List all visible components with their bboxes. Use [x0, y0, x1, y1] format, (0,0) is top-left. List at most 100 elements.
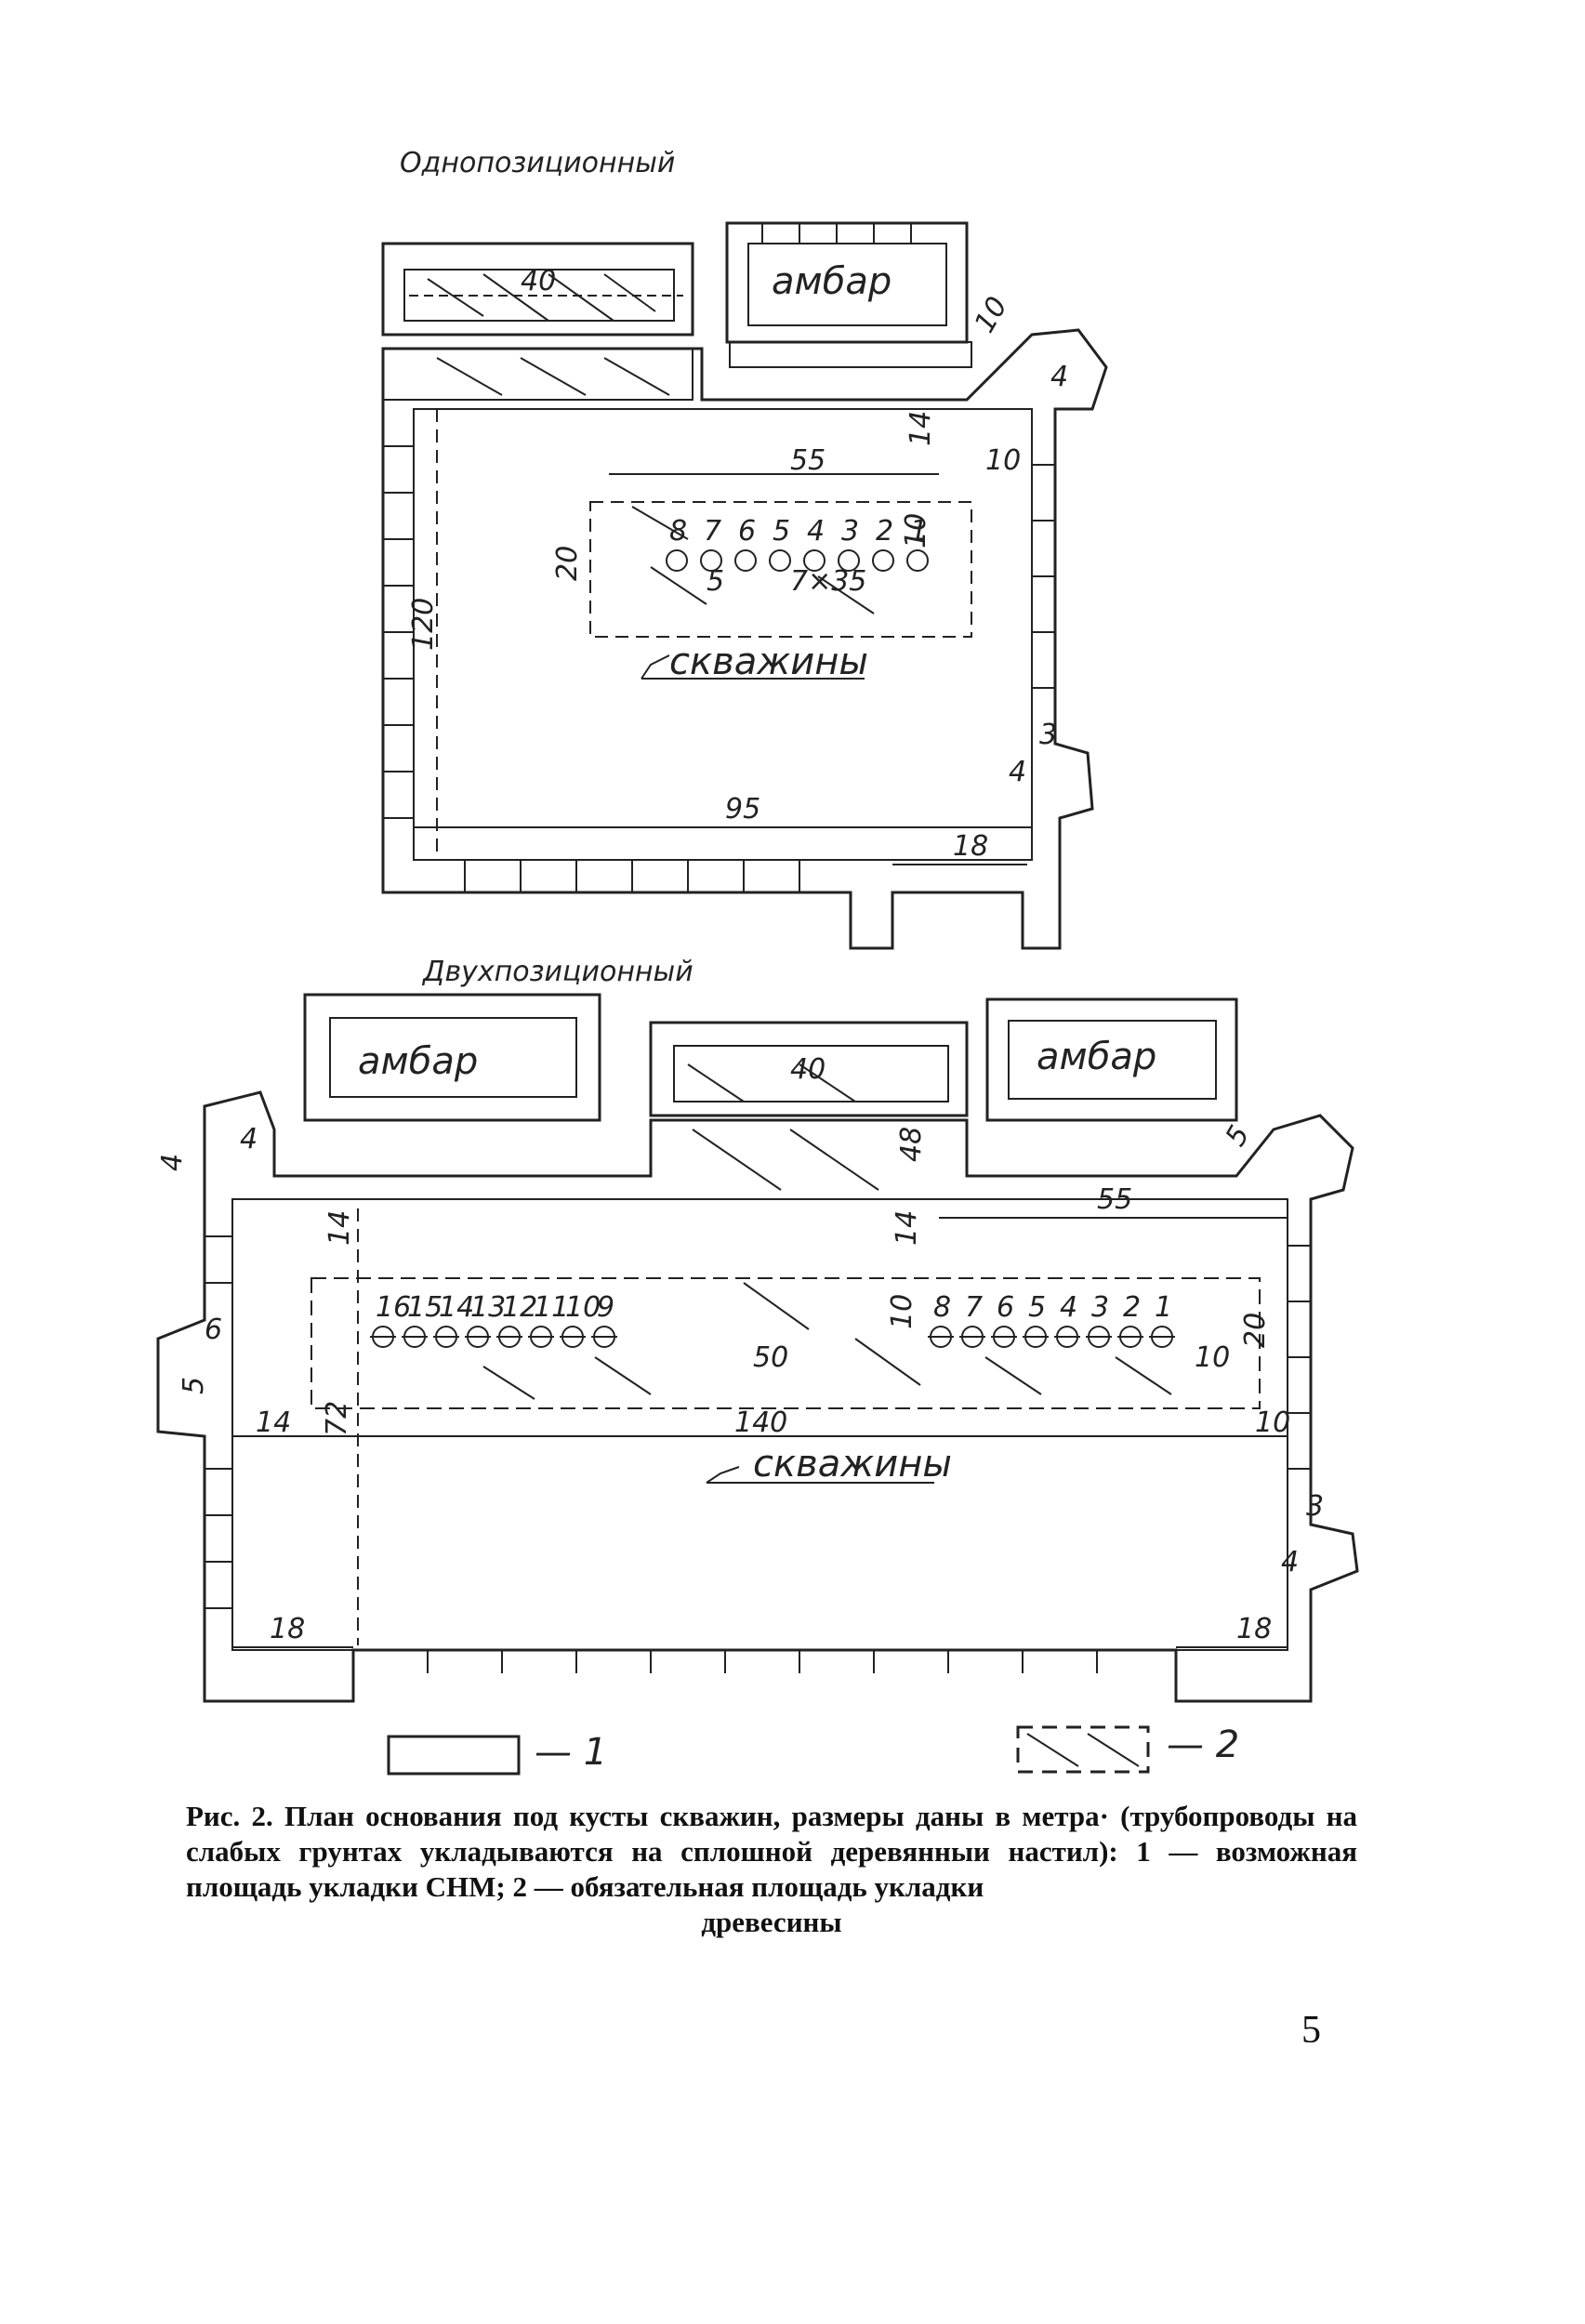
- diagram2-right-well-number-6: 6: [997, 1291, 1014, 1324]
- diagram2-left-well-number-9: 9: [597, 1291, 614, 1324]
- diagram1-dim-14: 14: [905, 411, 937, 446]
- diagram1-dim-4a: 4: [1050, 361, 1068, 393]
- diagram2-left-well-number-10: 10: [565, 1291, 601, 1324]
- figure-caption: Рис. 2. План основания под кусты скважин…: [186, 1799, 1357, 1940]
- diagram1-well-5: [769, 549, 791, 572]
- diagram2-brick-edges: [205, 1235, 1311, 1673]
- diagram2-center-pad: [649, 1021, 969, 1117]
- diagram2-dim-3: 3: [1306, 1490, 1324, 1523]
- diagram2-right-well-number-1: 1: [1155, 1291, 1172, 1324]
- diagram1-well-8: [666, 549, 688, 572]
- diagram2-left-well-number-15: 15: [407, 1291, 442, 1324]
- diagram1-pad-outline: [381, 328, 1108, 950]
- diagram2-left-well-number-12: 12: [502, 1291, 537, 1324]
- diagram1-storage-pit-label: амбар: [772, 260, 892, 303]
- diagram2-dim-18b: 18: [1236, 1613, 1272, 1645]
- diagram1-dim-7x35: 7×35: [790, 565, 866, 598]
- diagram2-dim-4c: 4: [1281, 1546, 1299, 1578]
- diagram2-title: Двухпозиционный: [421, 956, 693, 988]
- diagram2-right-well-number-2: 2: [1123, 1291, 1141, 1324]
- diagram1-well-number-7: 7: [704, 515, 721, 548]
- legend: — 1 — 2: [387, 1723, 1239, 1776]
- diagram1-well-6: [734, 549, 757, 572]
- diagram2-dim-14b: 14: [891, 1210, 923, 1246]
- diagram1-dim-4b: 4: [1009, 756, 1026, 788]
- diagram1-dim-10a: 10: [969, 291, 1014, 338]
- diagram1-well-4: [803, 549, 826, 572]
- diagram1-dim-95: 95: [725, 793, 760, 825]
- diagram1-well-number-3: 3: [841, 515, 859, 548]
- diagram2-dim-14a: 14: [324, 1210, 356, 1246]
- diagram-two-position: Двухпозиционный амбар 40 амбар: [156, 956, 1359, 1703]
- diagram-one-position: Однопозиционный 40 амбар: [381, 147, 1108, 950]
- diagram2-wells-label: скважины: [753, 1443, 952, 1486]
- diagram1-dim-3: 3: [1039, 719, 1057, 751]
- diagram1-dim-20: 20: [551, 546, 584, 581]
- diagram2-left-well-number-13: 13: [470, 1291, 506, 1324]
- diagram2-dim-5b: 5: [1220, 1120, 1257, 1152]
- diagram1-well-number-6: 6: [738, 515, 756, 548]
- diagram2-dim-10b: 10: [1195, 1341, 1230, 1374]
- diagram1-well-1: [906, 549, 929, 572]
- diagram2-storage-pit-left: [303, 993, 601, 1122]
- diagram1-dim-55: 55: [790, 444, 826, 477]
- diagram1-well-2: [872, 549, 894, 572]
- caption-main: Рис. 2. План основания под кусты скважин…: [186, 1800, 1357, 1903]
- legend-swatch-2: [1016, 1725, 1150, 1774]
- diagram1-well-number-4: 4: [807, 515, 825, 548]
- diagram2-inner-area: [231, 1198, 1288, 1651]
- diagram2-right-well-number-7: 7: [965, 1291, 983, 1324]
- diagram1-well-number-2: 2: [876, 515, 893, 548]
- diagram1-brick-left: [383, 445, 1055, 892]
- diagram2-right-well-number-4: 4: [1060, 1291, 1077, 1324]
- diagram2-pad-outline: [156, 1090, 1359, 1703]
- diagram1-dim-40: 40: [521, 265, 556, 297]
- legend-label-1: — 1: [535, 1731, 607, 1774]
- diagram1-well-number-1: 1: [910, 515, 928, 548]
- diagram2-dim-72: 72: [321, 1401, 353, 1436]
- diagram2-dim-20: 20: [1239, 1313, 1272, 1348]
- diagram2-left-well-number-14: 14: [439, 1291, 474, 1324]
- diagram2-dim-40: 40: [790, 1053, 826, 1086]
- diagram1-dim-18: 18: [953, 830, 988, 863]
- diagram1-title: Однопозиционный: [400, 147, 675, 179]
- diagram1-wells-label: скважины: [669, 640, 868, 683]
- diagram1-well-number-5: 5: [773, 515, 790, 548]
- diagram2-dim-14c: 14: [256, 1406, 291, 1439]
- diagram2-dim-48: 48: [895, 1127, 928, 1162]
- diagram2-storage-pit-left-label: амбар: [358, 1040, 478, 1083]
- diagram1-well-number-8: 8: [669, 515, 687, 548]
- page-number: 5: [1301, 2009, 1321, 2052]
- diagram2-left-well-number-16: 16: [376, 1291, 411, 1324]
- diagram2-dim-50: 50: [753, 1341, 788, 1374]
- diagram2-dim-5: 5: [178, 1377, 210, 1394]
- diagram1-well-7: [700, 549, 722, 572]
- diagram2-wells-zone: [310, 1277, 1261, 1409]
- diagram2-left-well-number-11: 11: [534, 1291, 569, 1324]
- diagram1-dim-5: 5: [707, 565, 724, 598]
- diagram2-right-well-number-3: 3: [1091, 1291, 1109, 1324]
- diagram2-right-well-number-8: 8: [933, 1291, 951, 1324]
- diagram1-upper-pad-hatch: [427, 273, 656, 322]
- diagram2-storage-pit-right-label: амбар: [1037, 1036, 1156, 1078]
- diagram2-dim-6: 6: [205, 1314, 222, 1346]
- legend-label-2: — 2: [1167, 1723, 1239, 1766]
- diagram1-upper-pad: [381, 242, 694, 337]
- diagram1-well-3: [838, 549, 860, 572]
- caption-last-line: древесины: [701, 1906, 842, 1938]
- diagram2-dim-4b: 4: [156, 1154, 189, 1171]
- diagram2-dim-55: 55: [1097, 1183, 1132, 1216]
- diagram2-right-well-number-5: 5: [1028, 1291, 1046, 1324]
- diagram2-storage-pit-right: [985, 997, 1238, 1122]
- diagram2-dim-18a: 18: [270, 1613, 305, 1645]
- diagram1-dim-120: 120: [407, 598, 440, 651]
- diagram1-inner-area: [413, 408, 1033, 861]
- diagram1-dim-10c: 10: [900, 513, 932, 548]
- diagram2-dim-140: 140: [734, 1406, 787, 1439]
- diagram2-dim-10a: 10: [886, 1294, 918, 1329]
